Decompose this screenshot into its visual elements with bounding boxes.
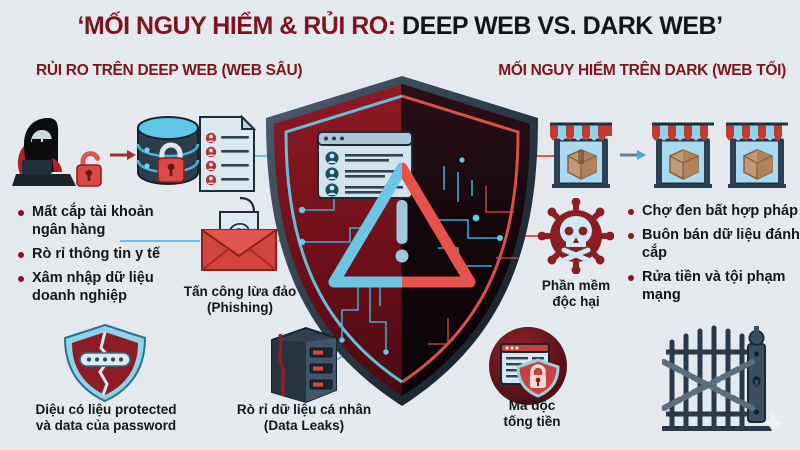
list-item-label: Rò rỉ thông tin y tế [32,245,161,262]
bullet-dot-icon [628,274,634,281]
list-item-label: Buôn bán dữ liệu đánh cắp [642,226,800,261]
list-item-label: Rửa tiền và tội phạm mạng [642,268,786,303]
black-market-stall-icon [648,114,718,192]
bullet-dot-icon [628,209,634,215]
phishing-email-icon: @ [196,196,282,274]
page-title-dark-part: DEEP WEB VS. DARK WEB’ [402,12,723,40]
list-item: Rò rỉ thông tin y tế [18,246,192,264]
threat-list-dark-web: Chợ đen bất hợp pháp Buôn bán dữ liệu đá… [628,203,800,311]
subtitle-right: MỐI NGUY HIỂM TRÊN DARK (WEB TỐI) [498,62,786,79]
caption-malware: Phần mềm độc hại [541,278,611,310]
bullet-dot-icon [628,232,634,239]
cracked-password-shield-icon [60,322,150,404]
connector-shield-to-shops [528,155,554,157]
risk-list-deep-web: Mất cắp tài khoản ngân hàng Rò rỉ thông … [18,204,192,312]
list-item-label: Xâm nhập dữ liệu doanh nghiệp [32,269,154,304]
arrow-shop-to-shop [620,148,646,160]
open-padlock-icon [74,148,108,190]
list-item-label: Chợ đen bất hợp pháp [642,203,798,219]
chained-locked-gate-icon [661,316,788,442]
hacker-laptop-icon [12,112,92,196]
subtitle-left: RỦI RO TRÊN DEEP WEB (WEB SÂU) [36,62,303,79]
bullet-dot-icon [18,275,24,282]
black-market-stall-icon [546,114,616,192]
list-item-label: Mất cắp tài khoản ngân hàng [32,204,154,238]
virus-skull-icon [537,197,615,275]
arrow-hacker-to-database [110,148,136,160]
list-item: Chợ đen bất hợp pháp [628,203,800,221]
bullet-dot-icon [18,210,24,216]
database-locked-icon [132,114,204,192]
caption-ransomware: Mã độc tống tiền [503,398,561,430]
sparkle-watermark-icon [760,410,786,436]
bullet-dot-icon [18,251,24,258]
list-item: Mất cắp tài khoản ngân hàng [18,204,192,240]
caption-data-leaks: Rò rỉ dữ liệu cá nhân (Data Leaks) [236,402,372,434]
page-title: ‘MỐI NGUY HIỂM & RỦI RO: DEEP WEB VS. DA… [0,12,800,41]
connector-hacker-to-shield [120,240,200,242]
user-records-document-icon [196,114,258,194]
page-title-red-part: ‘MỐI NGUY HIỂM & RỦI RO: [77,12,396,40]
list-item: Rửa tiền và tội phạm mạng [628,269,800,305]
list-item: Xâm nhập dữ liệu doanh nghiệp [18,270,192,306]
list-item: Buôn bán dữ liệu đánh cắp [628,227,800,263]
connector-shield-to-malware [500,235,560,237]
ransomware-browser-lock-icon [488,326,568,406]
caption-password: Diệu có liệu protected và data của passw… [35,402,177,434]
split-security-shield-icon [262,70,542,410]
caption-phishing: Tấn công lừa đảo (Phishing) [183,284,297,316]
cracked-server-rack-icon [266,326,342,404]
black-market-stall-icon [722,114,792,192]
